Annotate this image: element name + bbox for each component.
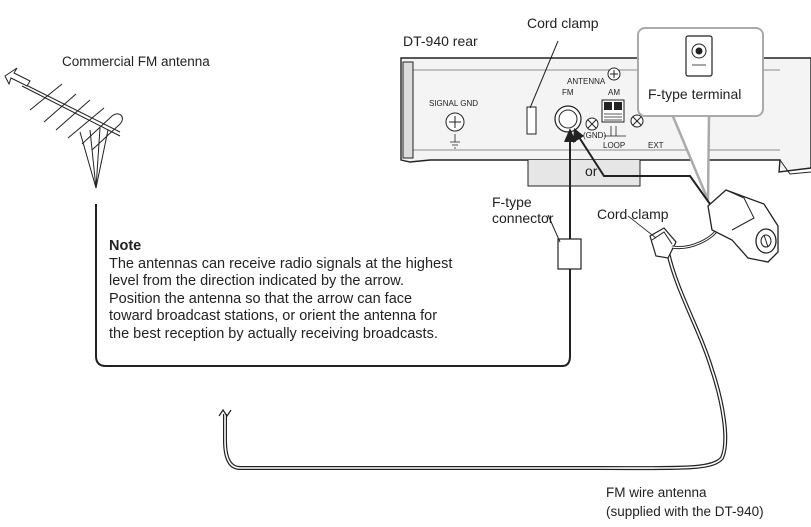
wire-end-mark [218, 408, 232, 418]
f-type-connector-label-2: connector [492, 210, 554, 226]
f-type-terminal-callout: F-type terminal [637, 27, 764, 117]
loop-small-label: LOOP [603, 141, 626, 150]
ground-symbol-icon [450, 134, 460, 149]
am-terminal-block [601, 99, 626, 137]
am-small-label: AM [608, 88, 620, 97]
wire-cord-clamp [649, 227, 677, 259]
wire-antenna-label-1: FM wire antenna [606, 485, 707, 500]
note-line-3: Position the antenna so that the arrow c… [109, 290, 413, 307]
note-line-1: The antennas can receive radio signals a… [109, 255, 453, 272]
f-type-connector-plug [557, 238, 582, 270]
note-title: Note [109, 238, 142, 254]
wire-antenna-label-2: (supplied with the DT-940) [606, 504, 764, 519]
note-line-2: level from the direction indicated by th… [109, 273, 404, 289]
rear-label: DT-940 rear [403, 33, 478, 49]
direction-arrow-icon [4, 67, 31, 87]
signal-gnd-label: SIGNAL GND [429, 99, 479, 108]
connector-arrow-2 [576, 133, 711, 205]
cord-clamp-pointer [529, 40, 559, 109]
note-bracket [95, 204, 571, 367]
note-block: Note The antennas can receive radio sign… [109, 238, 509, 343]
antenna-label: Commercial FM antenna [62, 54, 210, 69]
or-label: or [585, 163, 598, 179]
gnd-small-label: (GND) [583, 131, 607, 140]
wire-antenna-plug [707, 189, 779, 263]
cord-clamp-mid-label: Cord clamp [597, 206, 669, 222]
antenna-small-label: ANTENNA [567, 77, 606, 86]
f-type-connector-label-1: F-type [492, 194, 532, 210]
note-line-4: toward broadcast stations, or orient the… [109, 308, 438, 324]
cord-clamp-top-label: Cord clamp [527, 15, 599, 31]
ext-small-label: EXT [648, 141, 664, 150]
f-type-terminal-label: F-type terminal [648, 86, 742, 102]
fm-small-label: FM [562, 88, 574, 97]
cord-clamp-slot [526, 106, 537, 135]
note-line-5: the best reception by actually receiving… [109, 325, 438, 342]
commercial-fm-antenna [19, 81, 123, 189]
